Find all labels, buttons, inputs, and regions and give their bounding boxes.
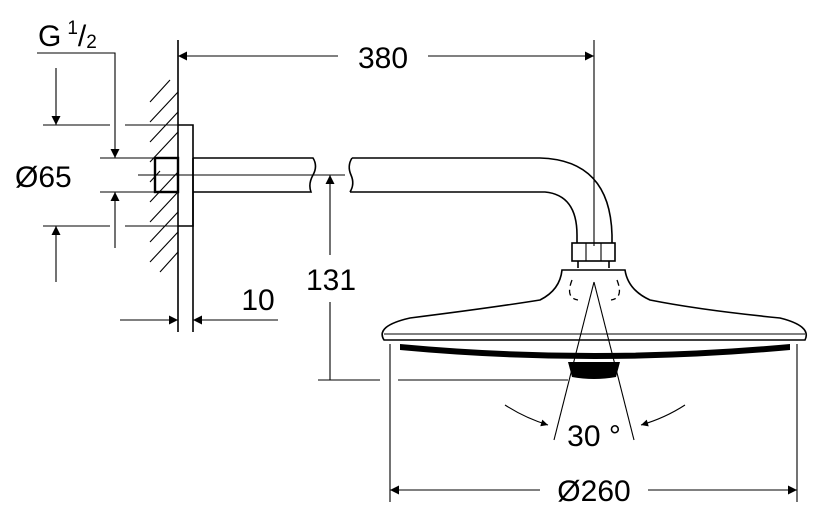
wall-rosette	[153, 124, 194, 332]
dimension-head-diameter: Ø260	[389, 344, 798, 508]
center-outlet	[568, 362, 620, 379]
dimension-65-label: Ø65	[15, 161, 72, 194]
dimension-131-label: 131	[306, 264, 356, 297]
shower-head	[381, 242, 807, 379]
shower-arm	[138, 157, 613, 243]
dimension-30-label: 30 °	[567, 420, 621, 453]
dimension-projection: 380	[178, 40, 595, 246]
dimension-10-label: 10	[241, 284, 274, 317]
dimension-height: 131	[306, 175, 568, 381]
dimension-swivel-angle: 30 °	[504, 281, 686, 453]
nozzle-plate	[400, 344, 790, 359]
dimension-wall-offset: 10	[120, 284, 278, 325]
dimension-380-label: 380	[358, 42, 408, 75]
dimension-260-label: Ø260	[557, 475, 630, 508]
